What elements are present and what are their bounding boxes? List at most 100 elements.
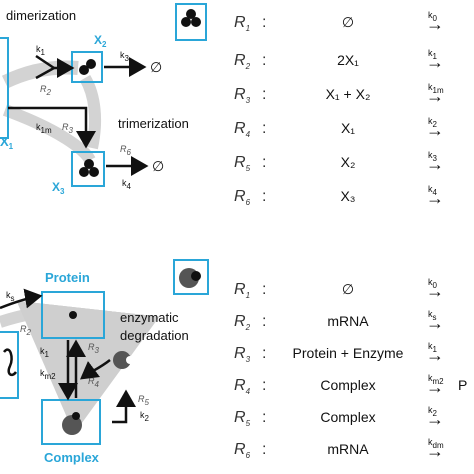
k2-label-bottom: k2 [140,410,150,423]
svg-text:k1: k1 [428,341,438,354]
r2-tag: R2 [40,84,52,97]
svg-text:R5: R5 [234,409,251,428]
svg-text::: : [262,377,266,394]
svg-text:R2: R2 [234,52,251,71]
trimer-legend-icon-box [175,3,207,41]
top-reaction-row: R1 : ∅ k0 → [234,10,444,34]
enzyme-bind-arrow [79,359,111,380]
svg-text:→: → [426,120,444,140]
bottom-reaction-list: R1 : ∅ k0 → R2 : mRNA ks → R3 : Protein … [234,277,467,461]
svg-text:R3: R3 [234,345,251,364]
svg-text:→: → [426,86,444,106]
bottom-reaction-row: R4 : Complex km2 → P [234,373,467,397]
svg-text:→: → [426,52,444,72]
svg-text::: : [262,154,266,171]
x3-label: X3 [52,180,65,196]
svg-text::: : [262,52,266,69]
bottom-reaction-row: R1 : ∅ k0 → [234,277,444,301]
x2-label: X2 [94,33,107,49]
svg-text:R4: R4 [234,120,251,139]
degradation-label: degradation [120,328,189,343]
protein-particle [69,311,77,319]
svg-text:→: → [426,441,444,461]
x1-label: X1 [0,134,14,151]
top-reaction-list: R1 : ∅ k0 → R2 : 2X₁ k1 → R3 : X₁ + X₂ k… [234,10,444,208]
svg-text:km2: km2 [428,373,444,386]
r3-tag: R3 [62,122,74,135]
svg-text::: : [262,188,266,205]
svg-text:2X₁: 2X₁ [337,52,359,68]
complex-legend-icon [179,268,201,288]
svg-text:R5: R5 [234,154,251,173]
svg-text:→: → [426,188,444,208]
bottom-reaction-row: R2 : mRNA ks → [234,309,444,333]
x3-box [71,151,105,187]
svg-text:∅: ∅ [342,14,354,30]
svg-text::: : [262,313,266,330]
dimerization-label: dimerization [6,8,76,23]
enzymatic-label: enzymatic [120,310,179,325]
svg-text:k0: k0 [428,10,438,23]
k1m-label: k1m [36,122,52,135]
svg-text::: : [262,441,266,458]
k1-label-bottom: k1 [40,346,50,359]
complex-particle [62,412,82,435]
svg-text:Complex: Complex [320,377,375,393]
svg-text::: : [262,86,266,103]
svg-text:k1m: k1m [428,82,444,95]
enzyme-icon [113,351,134,369]
flux-x1-to-x3 [2,104,96,164]
mrna-strand-icon [3,348,18,377]
complex-label: Complex [44,450,100,465]
trimer-legend-icon [181,9,201,27]
ks-label: ks [6,290,15,303]
svg-text:→: → [426,154,444,174]
trimerization-label: trimerization [118,116,189,131]
svg-text:∅: ∅ [342,281,354,297]
svg-text:k3: k3 [428,150,438,163]
top-reaction-row: R6 : X₃ k4 → [234,184,444,208]
svg-text:Complex: Complex [320,409,375,425]
svg-text:X₁ + X₂: X₁ + X₂ [326,86,371,102]
svg-text::: : [262,409,266,426]
svg-text::: : [262,14,266,31]
r2-tag-bottom: R2 [20,324,32,337]
svg-text:→: → [426,345,444,365]
r6-tag: R6 [120,144,132,157]
null-symbol-top-2: ∅ [152,158,164,174]
k3-label: k3 [120,50,130,63]
svg-text:ks: ks [428,309,437,322]
svg-text::: : [262,281,266,298]
bottom-reaction-row: R3 : Protein + Enzyme k1 → [234,341,444,365]
svg-text:→: → [426,313,444,333]
flux-mrna-to-protein [0,306,53,328]
svg-text:R3: R3 [234,86,251,105]
top-panel: dimerization X1 X2 X3 k1 R2 k3 ∅ [0,3,444,208]
k4-label: k4 [122,178,132,191]
svg-text:→: → [426,377,444,397]
svg-text:→: → [426,281,444,301]
svg-text:→: → [426,409,444,429]
svg-text:mRNA: mRNA [327,313,369,329]
svg-text:X₁: X₁ [341,120,355,136]
dimer-particle [79,59,96,75]
k1-label: k1 [36,44,46,57]
top-reaction-row: R5 : X₂ k3 → [234,150,444,174]
protein-box [41,291,105,339]
svg-text:k2: k2 [428,116,438,129]
svg-text:k2: k2 [428,405,438,418]
svg-text:P: P [458,377,467,393]
km2-label: km2 [40,368,56,381]
svg-text:X₃: X₃ [340,188,355,204]
svg-text::: : [262,120,266,137]
top-reaction-row: R3 : X₁ + X₂ k1m → [234,82,444,106]
svg-text:mRNA: mRNA [327,441,369,457]
mrna-box [0,331,19,399]
bottom-reaction-row: R6 : mRNA kdm → [234,437,444,461]
protein-label: Protein [45,270,90,285]
svg-text:Protein + Enzyme: Protein + Enzyme [293,345,404,361]
x1-box [0,37,9,139]
trimer-particle [79,159,99,177]
bottom-panel: Protein ks R2 Complex k1 km2 R3 R4 enzym… [0,259,467,465]
